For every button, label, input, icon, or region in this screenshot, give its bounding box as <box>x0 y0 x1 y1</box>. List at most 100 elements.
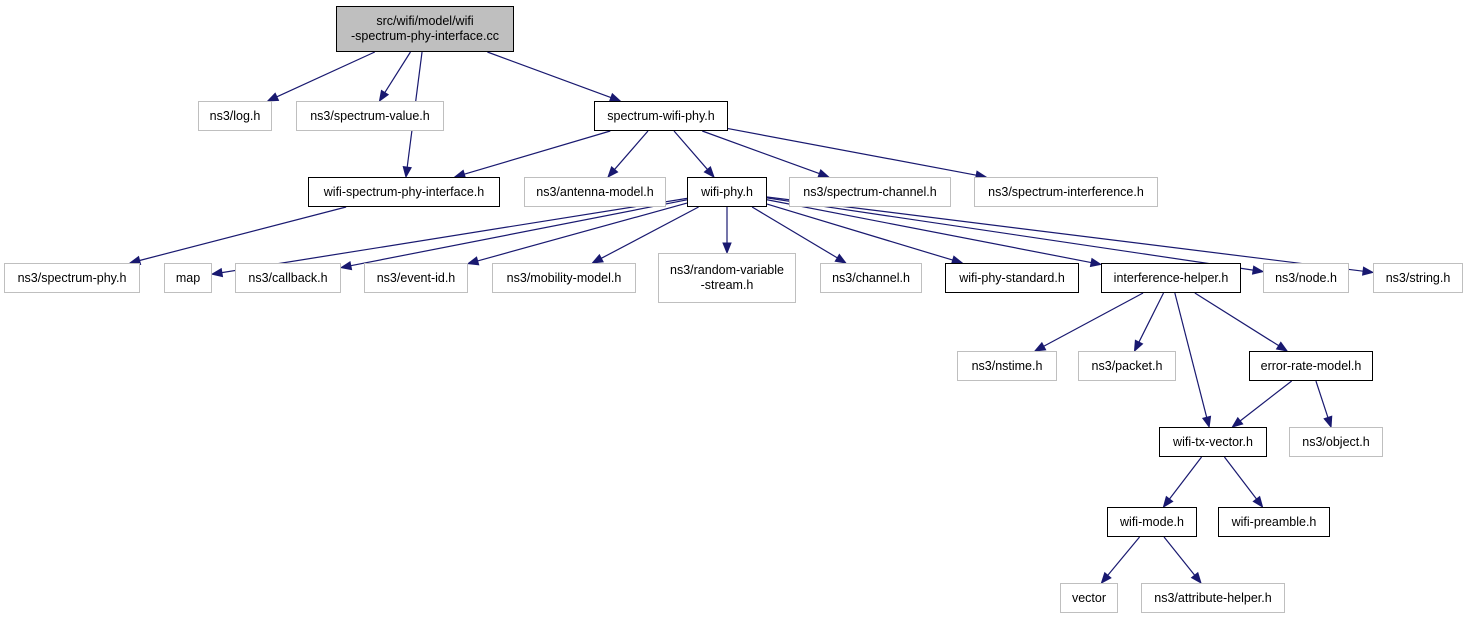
node-label: vector <box>1071 590 1107 605</box>
edge-errrate-to-txvector <box>1239 380 1293 422</box>
node-label: error-rate-model.h <box>1260 358 1362 373</box>
arrowhead-wifiphy-to-random <box>722 242 732 255</box>
node-node: ns3/node.h <box>1263 263 1349 293</box>
edge-interf-to-packet <box>1138 292 1165 343</box>
node-label: ns3/attribute-helper.h <box>1154 590 1272 605</box>
edge-wifiphy-to-mobility <box>600 206 699 259</box>
node-antenna: ns3/antenna-model.h <box>524 177 666 207</box>
edge-root-to-log <box>276 51 376 98</box>
arrowhead-wifiphy-to-interf <box>1089 257 1103 268</box>
node-nstime: ns3/nstime.h <box>957 351 1057 381</box>
arrowhead-swphy-to-antenna <box>607 165 619 179</box>
arrowhead-wifiphy-to-mobility <box>591 253 604 264</box>
node-object: ns3/object.h <box>1289 427 1383 457</box>
edge-interf-to-txvector <box>1174 292 1208 418</box>
node-swphy[interactable]: spectrum-wifi-phy.h <box>594 101 728 131</box>
node-label: ns3/event-id.h <box>376 270 456 285</box>
node-specint: ns3/spectrum-interference.h <box>974 177 1158 207</box>
edge-wifiphy-to-callback <box>350 199 688 267</box>
node-label: ns3/nstime.h <box>971 358 1043 373</box>
edge-swphy-to-specint <box>727 127 977 176</box>
arrowhead-wifiphy-to-callback <box>339 260 353 271</box>
node-packet: ns3/packet.h <box>1078 351 1176 381</box>
edge-wspi-to-specphy <box>139 206 347 262</box>
node-label: map <box>175 270 201 285</box>
node-random: ns3/random-variable -stream.h <box>658 253 796 303</box>
node-specchan: ns3/spectrum-channel.h <box>789 177 951 207</box>
node-mobility: ns3/mobility-model.h <box>492 263 636 293</box>
edge-root-to-swphy <box>487 51 612 99</box>
node-label: ns3/spectrum-interference.h <box>988 184 1144 199</box>
node-standard[interactable]: wifi-phy-standard.h <box>945 263 1079 293</box>
node-label: ns3/log.h <box>209 108 261 123</box>
node-label: ns3/random-variable -stream.h <box>670 263 784 292</box>
edge-mode-to-attr <box>1163 536 1196 576</box>
node-label: ns3/channel.h <box>832 270 910 285</box>
arrowhead-root-to-wspi <box>402 165 412 179</box>
edge-interf-to-errrate <box>1194 292 1279 347</box>
arrowhead-errrate-to-object <box>1323 415 1333 429</box>
node-label: ns3/object.h <box>1302 434 1370 449</box>
arrowhead-wifiphy-to-map <box>210 267 224 278</box>
node-wspi[interactable]: wifi-spectrum-phy-interface.h <box>308 177 500 207</box>
edge-wifiphy-to-node <box>766 197 1254 271</box>
edge-txvector-to-mode <box>1169 456 1203 500</box>
edge-root-to-specval <box>384 51 411 93</box>
arrowhead-wifiphy-to-eventid <box>466 256 480 266</box>
node-attr: ns3/attribute-helper.h <box>1141 583 1285 613</box>
node-label: wifi-preamble.h <box>1231 514 1317 529</box>
arrowhead-txvector-to-mode <box>1162 495 1174 509</box>
node-label: interference-helper.h <box>1113 270 1229 285</box>
arrowhead-wifiphy-to-node <box>1251 265 1265 275</box>
arrowhead-root-to-log <box>266 92 280 102</box>
node-label: wifi-phy-standard.h <box>959 270 1065 285</box>
node-wifiphy[interactable]: wifi-phy.h <box>687 177 767 207</box>
node-label: ns3/spectrum-value.h <box>310 108 430 123</box>
node-label: ns3/node.h <box>1275 270 1337 285</box>
edge-wifiphy-to-string <box>766 196 1364 272</box>
node-label: ns3/antenna-model.h <box>536 184 654 199</box>
node-specval: ns3/spectrum-value.h <box>296 101 444 131</box>
node-label: spectrum-wifi-phy.h <box>607 108 715 123</box>
node-preamble[interactable]: wifi-preamble.h <box>1218 507 1330 537</box>
edge-swphy-to-specchan <box>702 130 820 175</box>
node-label: ns3/mobility-model.h <box>506 270 622 285</box>
arrowhead-wifiphy-to-channel <box>834 253 848 264</box>
edge-swphy-to-wifiphy <box>673 130 708 170</box>
node-mode[interactable]: wifi-mode.h <box>1107 507 1197 537</box>
edge-swphy-to-antenna <box>614 130 649 170</box>
arrowhead-swphy-to-wifiphy <box>703 165 715 179</box>
arrowhead-root-to-specval <box>378 89 390 103</box>
node-specphy: ns3/spectrum-phy.h <box>4 263 140 293</box>
node-eventid: ns3/event-id.h <box>364 263 468 293</box>
node-label: ns3/packet.h <box>1091 358 1163 373</box>
arrowhead-interf-to-errrate <box>1275 341 1289 352</box>
node-errrate[interactable]: error-rate-model.h <box>1249 351 1373 381</box>
node-txvector[interactable]: wifi-tx-vector.h <box>1159 427 1267 457</box>
node-log: ns3/log.h <box>198 101 272 131</box>
node-vector: vector <box>1060 583 1118 613</box>
node-map: map <box>164 263 212 293</box>
arrowhead-wifiphy-to-string <box>1361 266 1375 276</box>
arrowhead-interf-to-packet <box>1133 339 1144 353</box>
node-label: ns3/string.h <box>1385 270 1451 285</box>
arrowhead-mode-to-attr <box>1190 571 1202 585</box>
edge-errrate-to-object <box>1315 380 1329 418</box>
node-label: wifi-phy.h <box>701 184 753 199</box>
edge-wifiphy-to-eventid <box>477 202 688 262</box>
node-label: ns3/callback.h <box>248 270 328 285</box>
node-label: ns3/spectrum-phy.h <box>17 270 127 285</box>
edge-interf-to-nstime <box>1043 292 1144 347</box>
arrowhead-interf-to-txvector <box>1201 415 1212 429</box>
node-label: wifi-tx-vector.h <box>1173 434 1253 449</box>
node-label: src/wifi/model/wifi -spectrum-phy-interf… <box>351 14 499 43</box>
arrowhead-txvector-to-preamble <box>1252 495 1264 509</box>
edge-wifiphy-to-map <box>221 197 688 274</box>
edge-wifiphy-to-channel <box>751 206 838 259</box>
node-interf[interactable]: interference-helper.h <box>1101 263 1241 293</box>
node-label: wifi-spectrum-phy-interface.h <box>323 184 485 199</box>
edge-txvector-to-preamble <box>1223 456 1257 500</box>
node-callback: ns3/callback.h <box>235 263 341 293</box>
